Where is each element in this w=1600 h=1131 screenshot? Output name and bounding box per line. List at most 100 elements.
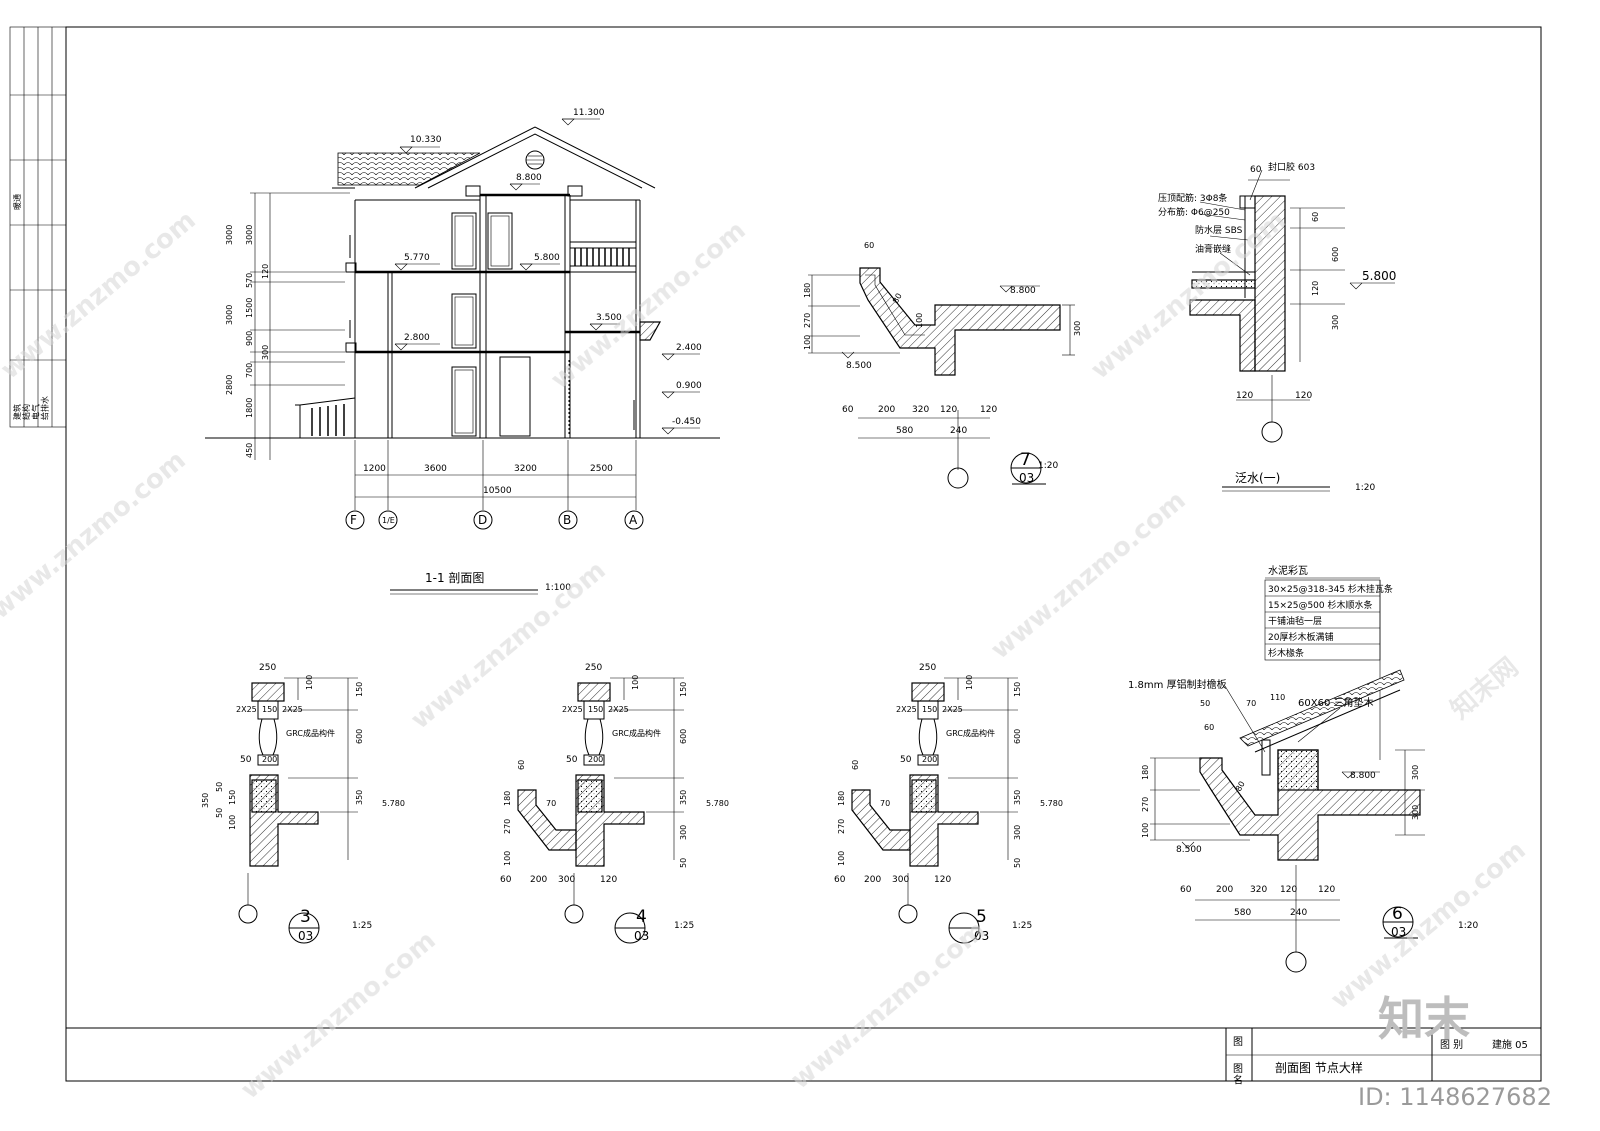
d4-mid-70: 70 [546,799,556,808]
d5-h-200: 200 [864,875,881,885]
d4-l-100: 100 [503,851,512,866]
watermark-site-4: www.znzmo.com [0,445,192,625]
d7-scale: 1:20 [1038,461,1058,471]
d4-small-1: 150 [588,705,603,714]
title-drawing-label: 图 [1233,1036,1243,1048]
d6-layer-3: 干铺油毡一层 [1268,615,1322,627]
d6-bubble-sheet: 03 [1391,925,1406,939]
d5-elev: 5.780 [1040,799,1063,808]
watermark-site-9: www.znzmo.com [1325,835,1531,1015]
flash-label-sbs: 防水层 SBS [1195,224,1243,236]
watermark-site-1: www.znzmo.com [0,205,202,385]
d6-dim-top-50: 50 [1200,699,1210,708]
d3-v-150: 150 [355,682,364,697]
drawing-number: 建施 05 [1492,1038,1528,1051]
d4-l-270: 270 [503,819,512,834]
dim-bottom-3600: 3600 [424,464,447,474]
d5-gutter [851,789,911,851]
d6-dim-h-60: 60 [1180,885,1192,895]
elev-5800: 5.800 [534,253,560,263]
flash-label-sealant: 封口胶 603 [1268,161,1315,173]
flash-dim-v-60: 60 [1311,212,1320,222]
d5-baluster-foot [917,754,939,766]
d6-layer-5: 杉木椽条 [1268,647,1304,659]
d5-top: 250 [919,663,936,673]
d7-dim-v-180: 180 [803,283,812,298]
d5-small-0: 2X25 [896,705,917,714]
d6-dim-h2-240: 240 [1290,908,1307,918]
flash-dim-h-120b: 120 [1295,391,1312,401]
d4-small-2: 2X25 [608,705,629,714]
d4-h-120: 120 [600,875,617,885]
d7-dim-h-60: 60 [842,405,854,415]
flash-dim-v-600: 600 [1331,247,1340,262]
d6-elev-bottom: 8.500 [1176,845,1202,855]
d5-small-2: 2X25 [942,705,963,714]
watermark-site-6: www.znzmo.com [985,485,1191,665]
d3-l-50b: 50 [215,808,224,818]
dim-left-300: 300 [261,345,270,360]
d6-dim-h-200: 200 [1216,885,1233,895]
d6-dim-v-300a: 300 [1411,765,1420,780]
axis-B: B [563,513,571,527]
d4-v-600: 600 [679,729,688,744]
dim-left-1500: 1500 [245,298,254,318]
d3-small-0: 2X25 [236,705,257,714]
detail-6 [1150,577,1425,973]
d5-small-3: 50 [900,755,912,765]
d4-v-150: 150 [679,682,688,697]
d4-bubble-num: 4 [636,907,647,927]
d4-elev: 5.780 [706,799,729,808]
drawing-no-label: 图 别 [1440,1039,1463,1051]
d5-baluster [918,718,938,756]
d6-dim-v-300b: 300 [1411,805,1420,820]
d6-dim-top-60: 60 [1204,723,1214,732]
dim-total-10500: 10500 [483,486,512,496]
d5-h-120: 120 [934,875,951,885]
d3-small-2: 2X25 [282,705,303,714]
d6-fascia-label: 1.8mm 厚铝制封檐板 [1128,678,1227,691]
d3-scale: 1:25 [352,921,372,931]
d5-bubble-num: 5 [976,907,987,927]
d5-bubble-sheet: 03 [974,929,989,943]
drawing-name: 剖面图 节点大样 [1275,1060,1363,1075]
d6-bubble-num: 6 [1392,904,1403,924]
dim-bottom-1200: 1200 [363,464,386,474]
dim-bottom-3200: 3200 [514,464,537,474]
dim-bottom-2500: 2500 [590,464,613,474]
d6-dim-v-100: 100 [1141,823,1150,838]
d7-dim-top-80: 80 [891,292,904,305]
d4-v-300: 300 [679,825,688,840]
dim-left-1800: 1800 [245,398,254,418]
d4-small-3: 50 [566,755,578,765]
d4-v-50: 50 [679,858,688,868]
title-block [66,1027,1541,1081]
d5-axis-circle [898,904,918,924]
d5-v-600: 600 [1013,729,1022,744]
watermark-site-8: www.znzmo.com [785,915,991,1095]
d6-dim-v-180: 180 [1141,765,1150,780]
d5-h-60: 60 [834,875,846,885]
d3-cap [251,682,285,702]
baluster-details [238,677,1018,944]
balustrade-stair [311,404,345,436]
d6-layer-0: 水泥彩瓦 [1268,564,1308,577]
dim-left-3000c: 3000 [225,305,234,325]
d7-dim-h-120a: 120 [940,405,957,415]
d3-base-fill [251,779,277,813]
d4-v-100: 100 [631,675,640,690]
d3-bubble-num: 3 [300,907,311,927]
elev-0900: 0.900 [676,381,702,391]
d7-dim-top-100: 100 [915,313,924,328]
elev-2400: 2.400 [676,343,702,353]
d7-dim-h-320: 320 [912,405,929,415]
d4-base-fill [577,779,603,813]
d5-mid-70: 70 [880,799,890,808]
d6-layer-4: 20厚杉木板满铺 [1268,631,1333,643]
d5-cap [911,682,945,702]
d7-elev-top: 8.800 [1010,286,1036,296]
balustrade-upper [574,248,630,266]
d3-bubble-sheet: 03 [298,929,313,943]
d3-axis-circle [238,904,258,924]
d5-v-50: 50 [1013,858,1022,868]
